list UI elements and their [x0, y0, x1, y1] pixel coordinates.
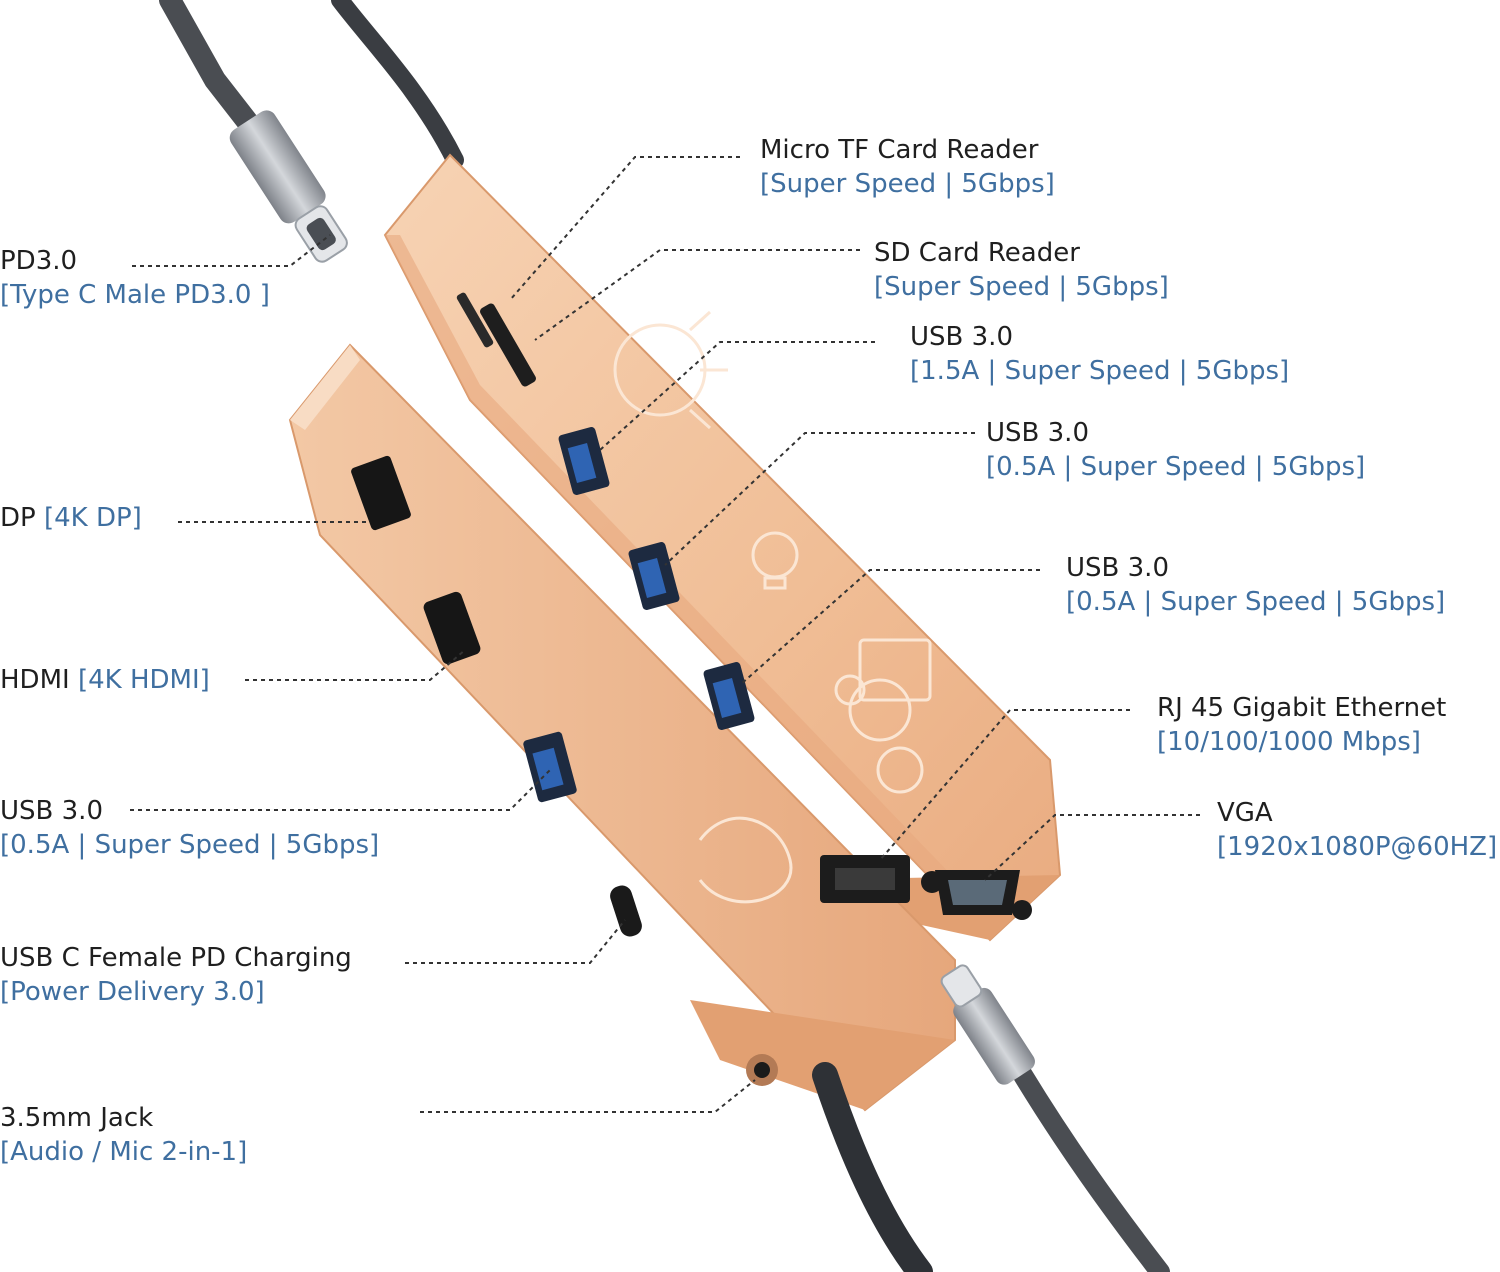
jack-title: 3.5mm Jack: [0, 1103, 154, 1133]
rj45-spec: [10/100/1000 Mbps]: [1157, 727, 1421, 757]
callout-usbc-female: USB C Female PD Charging [Power Delivery…: [0, 941, 352, 1009]
callout-hdmi: HDMI [4K HDMI]: [0, 663, 210, 697]
engraving-decor: [613, 310, 932, 904]
usb-a3-spec: [0.5A | Super Speed | 5Gbps]: [1066, 587, 1446, 617]
micro-tf-slot: [456, 292, 494, 348]
callout-usb-left: USB 3.0 [0.5A | Super Speed | 5Gbps]: [0, 794, 379, 862]
usb-left-title: USB 3.0: [0, 796, 103, 826]
usb-a1-spec: [1.5A | Super Speed | 5Gbps]: [910, 356, 1290, 386]
usb-c-female-port: [610, 885, 642, 937]
bottom-cable: [812, 1062, 933, 1272]
usb-c-plug-icon: [229, 110, 348, 263]
audio-jack-icon: [746, 1054, 778, 1086]
ethernet-port-icon: [820, 855, 910, 903]
usb-a-port-icon: [558, 427, 610, 495]
hdmi-spec: [4K HDMI]: [77, 665, 210, 695]
usb-a-port-icon: [703, 662, 755, 730]
callout-jack: 3.5mm Jack [Audio / Mic 2-in-1]: [0, 1101, 247, 1169]
vga-spec: [1920x1080P@60HZ]: [1217, 832, 1498, 862]
usb-a-port-icon: [628, 542, 680, 610]
usbc-female-spec: [Power Delivery 3.0]: [0, 977, 265, 1007]
callout-dp: DP [4K DP]: [0, 501, 142, 535]
usb-a2-title: USB 3.0: [986, 418, 1089, 448]
callout-usb-a1: USB 3.0 [1.5A | Super Speed | 5Gbps]: [910, 320, 1289, 388]
rj45-title: RJ 45 Gigabit Ethernet: [1157, 693, 1447, 723]
pd30-spec: [Type C Male PD3.0 ]: [0, 280, 270, 310]
callout-usb-a2: USB 3.0 [0.5A | Super Speed | 5Gbps]: [986, 416, 1365, 484]
vga-screw: [1012, 900, 1032, 920]
callout-vga: VGA [1920x1080P@60HZ]: [1217, 796, 1497, 864]
usb-a3-title: USB 3.0: [1066, 553, 1169, 583]
dp-spec: [4K DP]: [43, 503, 142, 533]
displayport-icon: [351, 455, 411, 531]
sd-spec: [Super Speed | 5Gbps]: [874, 272, 1169, 302]
hub-left-panel: [288, 343, 956, 1112]
hdmi-title: HDMI: [0, 665, 70, 695]
micro-tf-spec: [Super Speed | 5Gbps]: [760, 169, 1055, 199]
usb-c-plug-icon: [940, 964, 1170, 1272]
lightbulb-icon: [751, 531, 799, 590]
leader-lines: [130, 156, 1200, 1113]
dp-title: DP: [0, 503, 36, 533]
usb-left-spec: [0.5A | Super Speed | 5Gbps]: [0, 830, 380, 860]
vga-title: VGA: [1217, 798, 1273, 828]
pd30-title: PD3.0: [0, 246, 78, 276]
usb-a2-spec: [0.5A | Super Speed | 5Gbps]: [986, 452, 1366, 482]
vga-port-icon: [935, 870, 1020, 915]
jack-spec: [Audio / Mic 2-in-1]: [0, 1137, 248, 1167]
usbc-female-title: USB C Female PD Charging: [0, 943, 352, 973]
callout-sd: SD Card Reader [Super Speed | 5Gbps]: [874, 236, 1169, 304]
callout-usb-a3: USB 3.0 [0.5A | Super Speed | 5Gbps]: [1066, 551, 1445, 619]
usb-a1-title: USB 3.0: [910, 322, 1013, 352]
top-cable: [159, 0, 464, 169]
micro-tf-title: Micro TF Card Reader: [760, 135, 1039, 165]
hdmi-port-icon: [423, 591, 481, 665]
callout-micro-tf: Micro TF Card Reader [Super Speed | 5Gbp…: [760, 133, 1055, 201]
callout-rj45: RJ 45 Gigabit Ethernet [10/100/1000 Mbps…: [1157, 691, 1446, 759]
gear-icon: [834, 674, 924, 794]
callout-pd30: PD3.0 [Type C Male PD3.0 ]: [0, 244, 270, 312]
sd-title: SD Card Reader: [874, 238, 1080, 268]
sd-slot-icon: [480, 303, 536, 387]
